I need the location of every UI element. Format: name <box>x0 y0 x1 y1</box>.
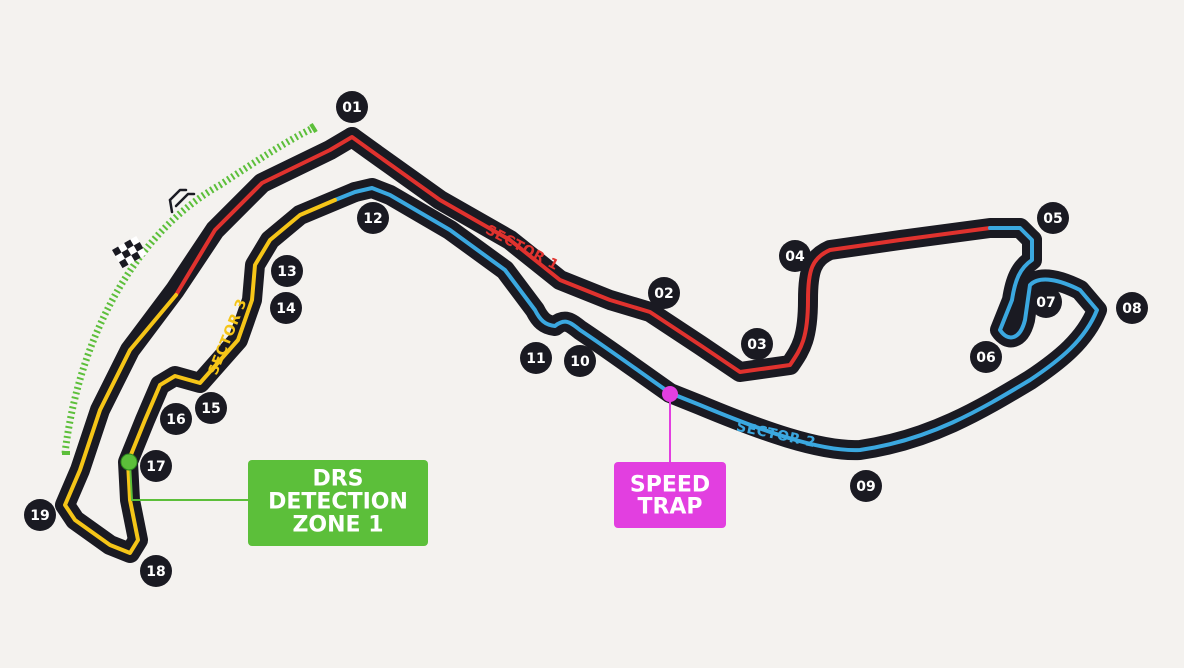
track-outline-sector1 <box>342 127 1042 382</box>
corner-marker-07: 07 <box>1030 286 1062 318</box>
drs-detection-connector <box>129 462 248 501</box>
corner-label-12: 12 <box>363 211 382 227</box>
checkered-flag-icon <box>111 236 147 269</box>
corner-marker-19: 19 <box>24 499 56 531</box>
corner-marker-circle <box>140 450 172 482</box>
speed-trap-point <box>662 386 678 402</box>
corner-label-02: 02 <box>654 286 673 302</box>
drs-zone-marker <box>61 124 315 454</box>
speed-trap-box: SPEED TRAP <box>614 462 726 528</box>
drs-detection-point <box>120 453 138 471</box>
corner-label-10: 10 <box>570 354 590 370</box>
corner-marker-circle <box>970 341 1002 373</box>
corner-marker-circle <box>741 328 773 360</box>
corner-marker-15: 15 <box>195 392 227 424</box>
corner-label-18: 18 <box>146 564 165 580</box>
corner-marker-circle <box>1037 202 1069 234</box>
corner-label-01: 01 <box>342 100 361 116</box>
corner-marker-circle <box>336 91 368 123</box>
corner-marker-circle <box>195 392 227 424</box>
corner-label-11: 11 <box>526 351 545 367</box>
corner-label-03: 03 <box>747 337 766 353</box>
corner-marker-circle <box>850 470 882 502</box>
corner-marker-circle <box>357 202 389 234</box>
corner-marker-17: 17 <box>140 450 172 482</box>
speed-trap-line-1: SPEED <box>630 473 710 498</box>
corner-label-07: 07 <box>1036 295 1055 311</box>
corner-label-15: 15 <box>201 401 220 417</box>
corner-marker-circle <box>648 277 680 309</box>
corner-marker-09: 09 <box>850 470 882 502</box>
corner-marker-12: 12 <box>357 202 389 234</box>
corner-marker-04: 04 <box>779 240 811 272</box>
corner-marker-circle <box>564 345 596 377</box>
corner-label-09: 09 <box>856 479 875 495</box>
corner-label-17: 17 <box>146 459 165 475</box>
corner-marker-08: 08 <box>1116 292 1148 324</box>
corner-marker-circle <box>520 342 552 374</box>
corner-marker-06: 06 <box>970 341 1002 373</box>
corner-marker-11: 11 <box>520 342 552 374</box>
corner-label-06: 06 <box>976 350 995 366</box>
corner-marker-circle <box>779 240 811 272</box>
drs-zone-start-tick <box>309 122 318 134</box>
corner-label-19: 19 <box>30 508 49 524</box>
corner-marker-18: 18 <box>140 555 172 587</box>
corner-marker-circle <box>24 499 56 531</box>
corner-label-08: 08 <box>1122 301 1141 317</box>
corner-marker-16: 16 <box>160 403 192 435</box>
corner-marker-circle <box>160 403 192 435</box>
sector1-line <box>174 135 992 374</box>
corner-label-05: 05 <box>1043 211 1062 227</box>
sector2-line <box>333 186 1099 453</box>
corner-label-16: 16 <box>166 412 185 428</box>
corner-marker-03: 03 <box>741 328 773 360</box>
corner-marker-circle <box>140 555 172 587</box>
corner-label-14: 14 <box>276 301 296 317</box>
corner-marker-circle <box>1116 292 1148 324</box>
drs-box-line-3: ZONE 1 <box>292 513 383 538</box>
corner-label-13: 13 <box>277 264 296 280</box>
drs-detection-box: DRS DETECTION ZONE 1 <box>248 460 428 546</box>
corner-marker-circle <box>1030 286 1062 318</box>
corner-marker-13: 13 <box>271 255 303 287</box>
corner-marker-01: 01 <box>336 91 368 123</box>
direction-arrows-icon <box>168 188 196 214</box>
corner-marker-circle <box>270 292 302 324</box>
corner-marker-14: 14 <box>270 292 302 324</box>
corner-marker-05: 05 <box>1037 202 1069 234</box>
corner-marker-02: 02 <box>648 277 680 309</box>
corner-label-04: 04 <box>785 249 805 265</box>
corner-marker-10: 10 <box>564 345 596 377</box>
drs-box-line-2: DETECTION <box>268 490 408 515</box>
corner-marker-circle <box>271 255 303 287</box>
corner-markers: 01 02 03 04 05 06 07 08 09 10 11 12 13 14 15 16 17 18 19 <box>24 91 1148 587</box>
speed-trap-line-2: TRAP <box>637 495 702 520</box>
drs-box-line-1: DRS <box>312 467 363 492</box>
